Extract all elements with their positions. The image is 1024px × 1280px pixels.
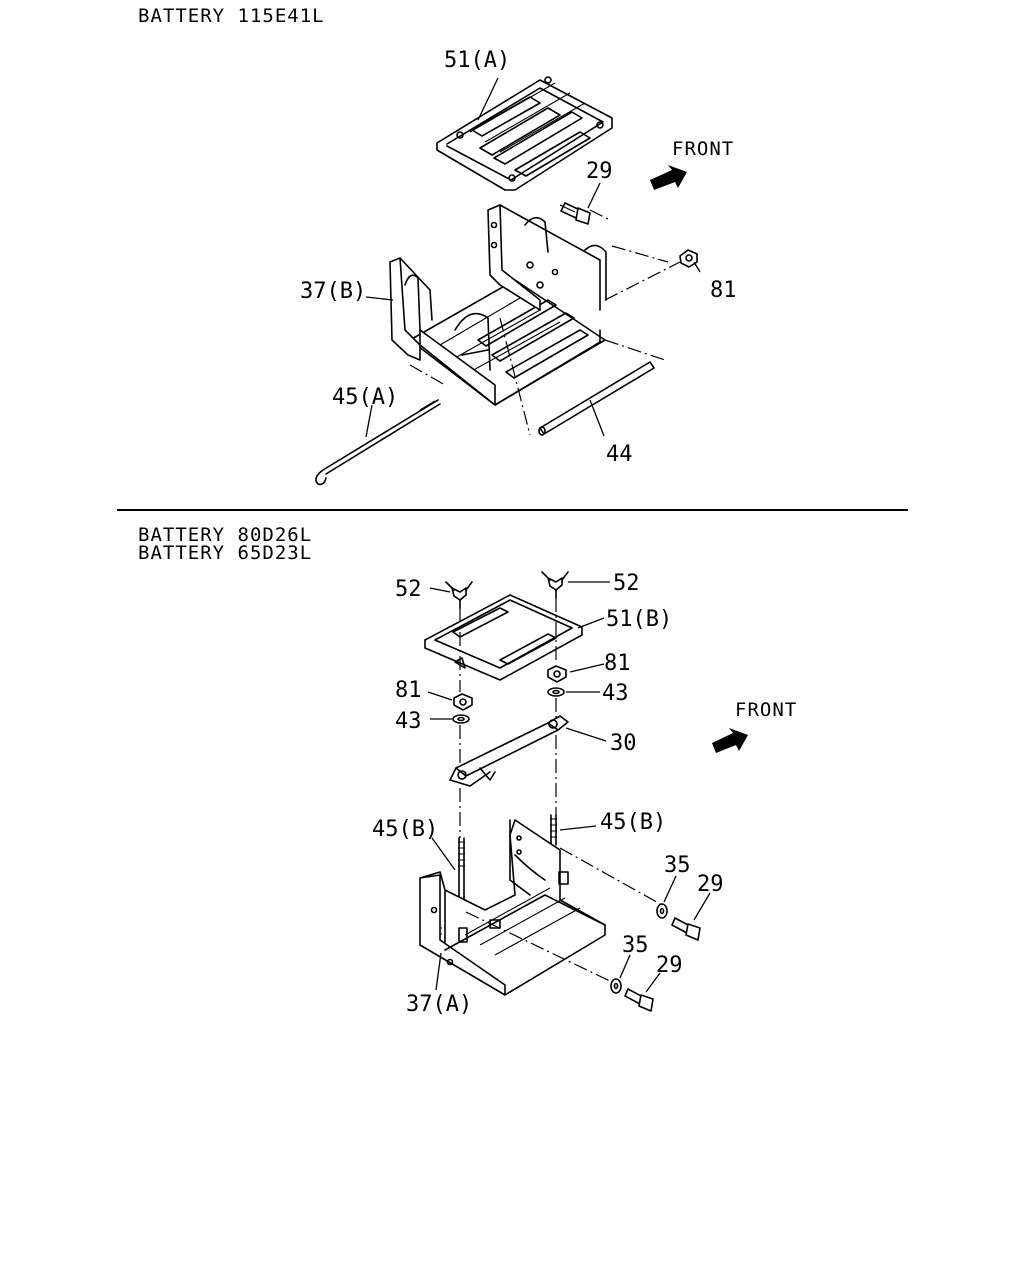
label-43-right: 43 xyxy=(602,681,629,706)
nut-81-right-icon xyxy=(547,665,567,683)
label-37b: 37(B) xyxy=(300,279,366,304)
header-bottom-1: BATTERY 80D26L xyxy=(138,524,312,546)
washer-35-lower-icon xyxy=(610,978,622,994)
bolt-29-lower-icon xyxy=(624,988,654,1012)
label-81-right: 81 xyxy=(604,651,631,676)
label-51b: 51(B) xyxy=(606,607,672,632)
top-assembly: FRONT 51(A) 29 81 37(B) 45(A) 44 xyxy=(300,48,737,486)
front-arrow-bottom-icon xyxy=(712,728,748,753)
label-29-lower: 29 xyxy=(656,953,683,978)
rod-45a xyxy=(315,399,441,486)
tray-37a xyxy=(419,819,606,996)
washer-43-left-icon xyxy=(452,714,470,724)
label-52-left: 52 xyxy=(395,577,422,602)
clamp-bar-30 xyxy=(449,715,569,787)
washer-43-right-icon xyxy=(547,687,565,697)
label-37a: 37(A) xyxy=(406,992,472,1017)
bottom-assembly: FRONT 52 52 51(B) 81 43 81 43 30 45(B) 4… xyxy=(372,571,797,1017)
nut-81-top xyxy=(679,249,698,268)
label-81-top: 81 xyxy=(710,278,737,303)
header-top: BATTERY 115E41L xyxy=(138,5,325,27)
nut-81-left-icon xyxy=(453,693,473,711)
label-29-top: 29 xyxy=(586,159,613,184)
bolt-29-top xyxy=(559,202,591,225)
label-45b-right: 45(B) xyxy=(600,810,666,835)
battery-cover-a xyxy=(436,76,613,191)
rod-44 xyxy=(538,361,655,436)
tray-37b xyxy=(389,204,607,406)
label-35-lower: 35 xyxy=(622,933,649,958)
bolt-29-upper-icon xyxy=(671,917,701,941)
rod-45b-right xyxy=(550,814,557,846)
battery-cover-b xyxy=(424,594,583,681)
label-45b-left: 45(B) xyxy=(372,817,438,842)
label-35-upper: 35 xyxy=(664,853,691,878)
wing-nut-52-right-icon xyxy=(541,571,569,599)
label-45a: 45(A) xyxy=(332,385,398,410)
wing-nut-52-left-icon xyxy=(445,581,473,609)
label-44: 44 xyxy=(606,442,633,467)
label-51a: 51(A) xyxy=(444,48,510,73)
front-arrow-top-icon xyxy=(650,165,687,190)
label-30: 30 xyxy=(610,731,637,756)
label-43-left: 43 xyxy=(395,709,422,734)
washer-35-upper-icon xyxy=(656,903,668,919)
label-29-upper: 29 xyxy=(697,872,724,897)
label-81-left: 81 xyxy=(395,678,422,703)
header-bottom-2: BATTERY 65D23L xyxy=(138,542,312,564)
front-label-top: FRONT xyxy=(672,138,734,160)
front-label-bottom: FRONT xyxy=(735,699,797,721)
label-52-right: 52 xyxy=(613,571,640,596)
